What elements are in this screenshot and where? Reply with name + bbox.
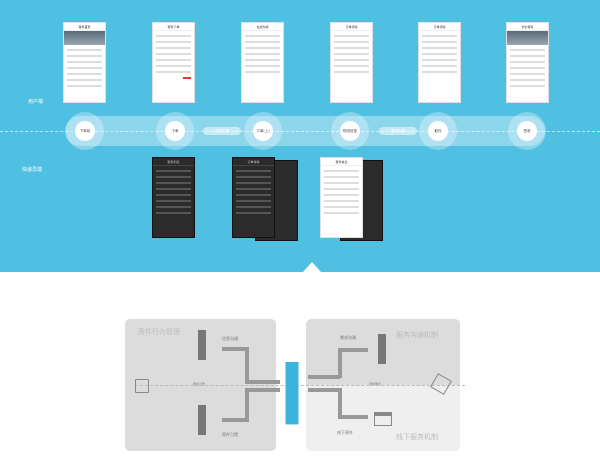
screen-title: 订单详情 — [419, 23, 460, 31]
flow-arrow — [338, 388, 342, 418]
screen-title: 取件列表 — [153, 158, 194, 166]
left-title: 寄件行为管理 — [138, 328, 180, 336]
screen-title: 寄件下单 — [153, 23, 194, 31]
timeline-track — [65, 116, 545, 146]
flow-arrow — [245, 347, 249, 380]
flow-arrow — [308, 388, 342, 392]
user-app-screen: 在线沟通 — [241, 22, 284, 103]
left-mid-label: 寄件记录 — [193, 382, 206, 386]
screen-title: 寄件信息 — [321, 158, 362, 166]
user-app-screen: 寄件下单 — [152, 22, 195, 103]
flow-arrow — [338, 348, 342, 378]
timeline-node[interactable]: 下单前 — [75, 121, 95, 141]
right-bottom-label: 线下寄件 — [337, 430, 353, 435]
courier-icon — [378, 334, 386, 364]
flow-arrow — [245, 388, 249, 421]
notch — [303, 262, 321, 272]
screen-title: 在线沟通 — [242, 23, 283, 31]
divider — [135, 385, 465, 386]
lane-label-courier: 快递员端 — [22, 167, 43, 173]
timeline-node[interactable]: 下单 — [165, 121, 185, 141]
timeline-node[interactable]: 签收 — [517, 121, 537, 141]
user-person-icon — [285, 362, 299, 425]
timeline-node[interactable]: 物流信息 — [340, 121, 360, 141]
lane-label-user: 用户端 — [28, 99, 44, 105]
screen-title: 订单详情 — [331, 23, 372, 31]
courier-app-screen: 订单详情 — [232, 157, 275, 238]
right-top-label: 需求沟通 — [340, 335, 356, 340]
contact-card-icon — [135, 379, 149, 393]
flow-arrow — [308, 375, 340, 379]
left-bottom-label: 寄件习惯 — [222, 432, 238, 437]
timeline-stage-pill: 需求沟通 — [379, 127, 417, 135]
store-icon — [374, 412, 392, 426]
screen-title: 评价寄件 — [507, 23, 548, 31]
courier-app-screen: 取件列表 — [152, 157, 195, 238]
right-bottom-title: 线下服务机制 — [396, 433, 438, 441]
flow-arrow — [222, 347, 249, 351]
timeline-node[interactable]: 订单(上) — [253, 121, 273, 141]
timeline-node[interactable]: 取件 — [428, 121, 448, 141]
left-top-label: 信息沟通 — [222, 336, 238, 341]
flow-arrow — [222, 418, 249, 422]
person-icon — [198, 405, 206, 435]
flow-arrow — [338, 348, 368, 352]
flow-arrow — [245, 380, 280, 384]
flow-arrow — [338, 415, 368, 419]
screen-title: 订单详情 — [233, 158, 274, 166]
courier-app-screen: 寄件信息 — [320, 157, 363, 238]
right-title: 服务沟通机制 — [396, 331, 438, 339]
right-mid-label: 到件服务 — [369, 382, 382, 386]
user-app-screen: 订单详情 — [330, 22, 373, 103]
user-app-screen: 寄件首页 — [63, 22, 106, 103]
screen-title: 寄件首页 — [64, 23, 105, 31]
user-app-screen: 评价寄件 — [506, 22, 549, 103]
flow-arrow — [245, 388, 280, 392]
timeline-axis — [0, 131, 600, 132]
user-app-screen: 订单详情 — [418, 22, 461, 103]
timeline-stage-pill: 信息沟通 — [203, 127, 241, 135]
person-icon — [198, 330, 206, 360]
